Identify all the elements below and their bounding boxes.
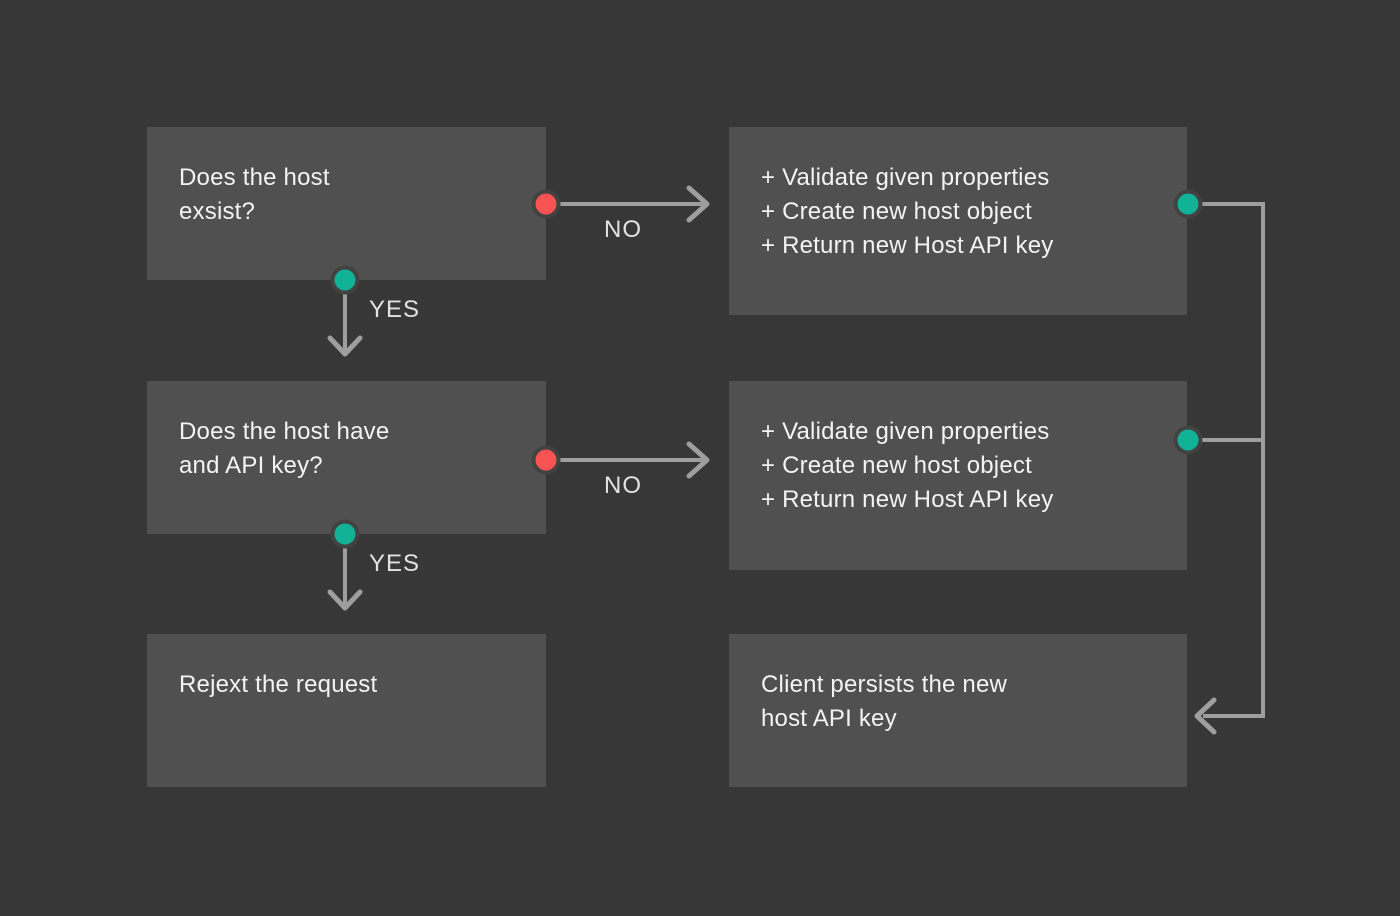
port-green-create-mid-out	[1173, 425, 1203, 455]
edge-label-yes-mid: YES	[369, 550, 421, 577]
node-text-line: Does the host have	[179, 418, 390, 445]
node-text-line: + Return new Host API key	[761, 232, 1054, 259]
arrow-yes-top	[327, 294, 363, 357]
node-text-line: Client persists the new	[761, 671, 1008, 698]
port-green-host-exists-yes	[330, 265, 360, 295]
port-red-host-exists-no	[531, 189, 561, 219]
arrowhead-left-icon	[1194, 697, 1217, 735]
node-text-line: exsist?	[179, 198, 256, 225]
arrowhead-right-icon	[686, 441, 710, 479]
arrow-yes-mid	[327, 548, 363, 611]
node-text-line: Does the host	[179, 164, 330, 191]
connector-return-to-persist	[1194, 202, 1265, 735]
node-text-line: + Validate given properties	[761, 164, 1050, 191]
node-text-line: Rejext the request	[179, 671, 378, 698]
arrowhead-right-icon	[686, 185, 710, 223]
port-green-api-key-yes	[330, 519, 360, 549]
arrow-no-mid	[558, 441, 710, 479]
node-client-persists-key: Client persists the new host API key	[729, 634, 1187, 787]
edge-label-no-top: NO	[604, 216, 642, 243]
arrowhead-down-icon	[327, 335, 363, 357]
node-reject-request: Rejext the request	[147, 634, 546, 787]
port-green-create-top-out	[1173, 189, 1203, 219]
node-text-line: + Create new host object	[761, 452, 1032, 479]
node-does-host-have-api-key: Does the host have and API key?	[147, 381, 546, 534]
node-text-line: + Create new host object	[761, 198, 1032, 225]
node-text-line: and API key?	[179, 452, 323, 479]
node-create-host-from-no-key: + Validate given properties + Create new…	[729, 381, 1187, 570]
node-create-host-from-no-exist: + Validate given properties + Create new…	[729, 127, 1187, 315]
node-text-line: + Validate given properties	[761, 418, 1050, 445]
node-text-line: + Return new Host API key	[761, 486, 1054, 513]
arrowhead-down-icon	[327, 589, 363, 611]
node-text-line: host API key	[761, 705, 897, 732]
arrow-no-top	[558, 185, 710, 223]
edge-label-no-mid: NO	[604, 472, 642, 499]
edge-label-yes-top: YES	[369, 296, 421, 323]
node-does-host-exist: Does the host exsist?	[147, 127, 546, 280]
port-red-api-key-no	[531, 445, 561, 475]
